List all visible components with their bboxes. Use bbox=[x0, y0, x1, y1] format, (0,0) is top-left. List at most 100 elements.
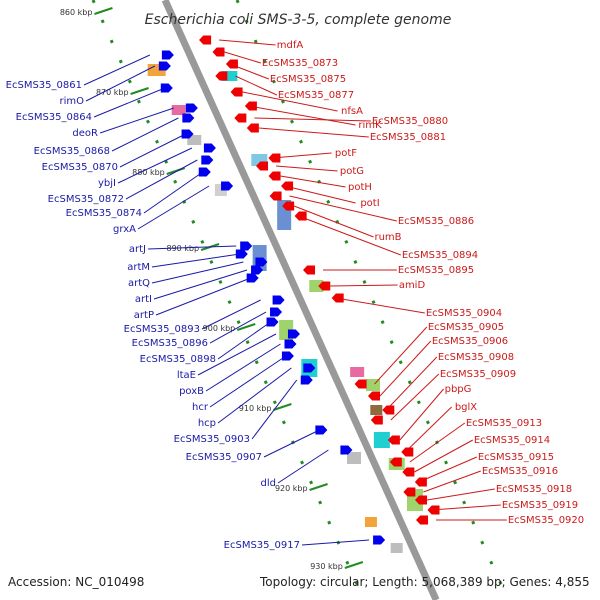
left-gene-label: grxA bbox=[113, 224, 136, 235]
map-title: Escherichia coli SMS-3-5, complete genom… bbox=[145, 12, 452, 28]
right-gene-label: EcSMS35_0908 bbox=[438, 352, 514, 363]
forward-gene-arrow bbox=[161, 50, 174, 60]
right-leader-line bbox=[284, 185, 356, 204]
reverse-gene-arrow bbox=[246, 123, 259, 133]
right-gene-label: nfsA bbox=[341, 106, 363, 117]
reverse-gene-arrow bbox=[401, 447, 414, 457]
left-gene-label: hcr bbox=[192, 402, 209, 413]
reverse-gene-arrow bbox=[268, 171, 281, 181]
left-gene-label: rimO bbox=[59, 96, 84, 107]
forward-gene-arrow bbox=[235, 249, 248, 259]
reverse-gene-arrow bbox=[244, 101, 257, 111]
kbp-tick-mark bbox=[130, 87, 149, 95]
reverse-gene-arrow bbox=[367, 391, 380, 401]
reverse-gene-arrow bbox=[256, 161, 269, 171]
left-leader-line bbox=[217, 367, 292, 424]
kbp-tick-label: 910 kbp bbox=[239, 404, 272, 413]
reverse-gene-arrow bbox=[427, 505, 440, 515]
right-gene-label: potF bbox=[335, 148, 357, 159]
left-leader-line bbox=[201, 299, 261, 330]
left-leader-line bbox=[117, 147, 193, 184]
reverse-gene-arrow bbox=[199, 35, 212, 45]
right-leader-line bbox=[242, 91, 338, 112]
left-gene-label: EcSMS35_0893 bbox=[124, 324, 200, 335]
reverse-gene-arrow bbox=[414, 477, 427, 487]
reverse-gene-arrow bbox=[387, 435, 400, 445]
cog-band bbox=[221, 71, 238, 81]
forward-gene-arrow bbox=[287, 329, 300, 339]
kbp-tick-label: 880 kbp bbox=[132, 168, 165, 177]
genome-backbone bbox=[161, 0, 440, 600]
right-gene-label: EcSMS35_0904 bbox=[426, 308, 502, 319]
kbp-tick-label: 890 kbp bbox=[166, 244, 199, 253]
right-gene-label: amiD bbox=[399, 280, 426, 291]
right-leader-line bbox=[235, 75, 278, 96]
forward-gene-arrow bbox=[315, 425, 328, 435]
left-leader-line bbox=[119, 133, 186, 168]
right-leader-line bbox=[399, 388, 444, 441]
right-leader-line bbox=[219, 39, 276, 46]
left-leader-line bbox=[301, 539, 370, 546]
kbp-tick-label: 860 kbp bbox=[60, 8, 93, 17]
cog-band bbox=[309, 280, 324, 292]
left-gene-label: EcSMS35_0907 bbox=[186, 452, 262, 463]
reverse-gene-arrow bbox=[403, 487, 416, 497]
right-leader-line bbox=[254, 117, 371, 122]
right-gene-label: EcSMS35_0873 bbox=[262, 58, 338, 69]
left-gene-arrows bbox=[158, 50, 386, 545]
reverse-gene-arrow bbox=[354, 379, 367, 389]
right-gene-label: EcSMS35_0919 bbox=[502, 500, 578, 511]
left-leader-line bbox=[99, 107, 174, 134]
left-leader-line bbox=[251, 379, 298, 440]
kbp-tick-mark bbox=[273, 403, 292, 411]
left-gene-label: EcSMS35_0874 bbox=[66, 208, 142, 219]
forward-gene-arrow bbox=[240, 241, 253, 251]
right-gene-label: EcSMS35_0880 bbox=[372, 116, 448, 127]
left-leader-line bbox=[151, 261, 244, 284]
right-leader-line bbox=[426, 488, 495, 501]
right-leader-line bbox=[374, 326, 428, 385]
right-gene-label: EcSMS35_0906 bbox=[432, 336, 508, 347]
forward-gene-arrow bbox=[185, 103, 198, 113]
cog-band bbox=[171, 105, 186, 115]
reverse-gene-arrow bbox=[234, 113, 247, 123]
forward-gene-arrow bbox=[182, 113, 195, 123]
backbone bbox=[91, 0, 510, 600]
right-gene-label: EcSMS35_0909 bbox=[440, 369, 516, 380]
left-leader-line bbox=[197, 333, 277, 376]
topology-text: Topology: circular; Length: 5,068,389 bp… bbox=[259, 575, 590, 589]
reverse-gene-arrow bbox=[281, 181, 294, 191]
accession-text: Accession: NC_010498 bbox=[8, 575, 144, 589]
reverse-gene-arrow bbox=[303, 265, 316, 275]
reverse-gene-arrow bbox=[282, 201, 295, 211]
left-gene-label: poxB bbox=[179, 386, 204, 397]
cog-band bbox=[187, 135, 202, 145]
forward-gene-arrow bbox=[255, 257, 268, 267]
kbp-tick-label: 900 kbp bbox=[203, 324, 236, 333]
right-gene-label: EcSMS35_0881 bbox=[370, 132, 446, 143]
left-gene-label: EcSMS35_0864 bbox=[16, 112, 92, 123]
right-gene-label: mdfA bbox=[277, 40, 304, 51]
forward-gene-arrow bbox=[300, 375, 313, 385]
left-leader-line bbox=[93, 87, 165, 118]
right-leader-line bbox=[335, 297, 425, 314]
right-leader-line bbox=[248, 105, 356, 126]
reverse-gene-arrow bbox=[294, 211, 307, 221]
left-gene-label: deoR bbox=[72, 128, 98, 139]
reverse-gene-arrow bbox=[268, 153, 281, 163]
right-gene-label: pbpG bbox=[445, 384, 472, 395]
left-gene-label: EcSMS35_0917 bbox=[224, 540, 300, 551]
kbp-tick-mark bbox=[309, 483, 328, 491]
left-leader-line bbox=[153, 269, 248, 300]
left-gene-label: EcSMS35_0896 bbox=[132, 338, 208, 349]
left-leader-line bbox=[209, 355, 287, 408]
left-gene-label: artM bbox=[127, 262, 150, 273]
forward-gene-arrow bbox=[181, 129, 194, 139]
left-leader-line bbox=[125, 159, 198, 200]
left-gene-label: EcSMS35_0898 bbox=[140, 354, 216, 365]
right-leader-line bbox=[418, 456, 477, 483]
left-gene-label: ybjI bbox=[98, 178, 116, 189]
forward-gene-arrow bbox=[303, 363, 316, 373]
